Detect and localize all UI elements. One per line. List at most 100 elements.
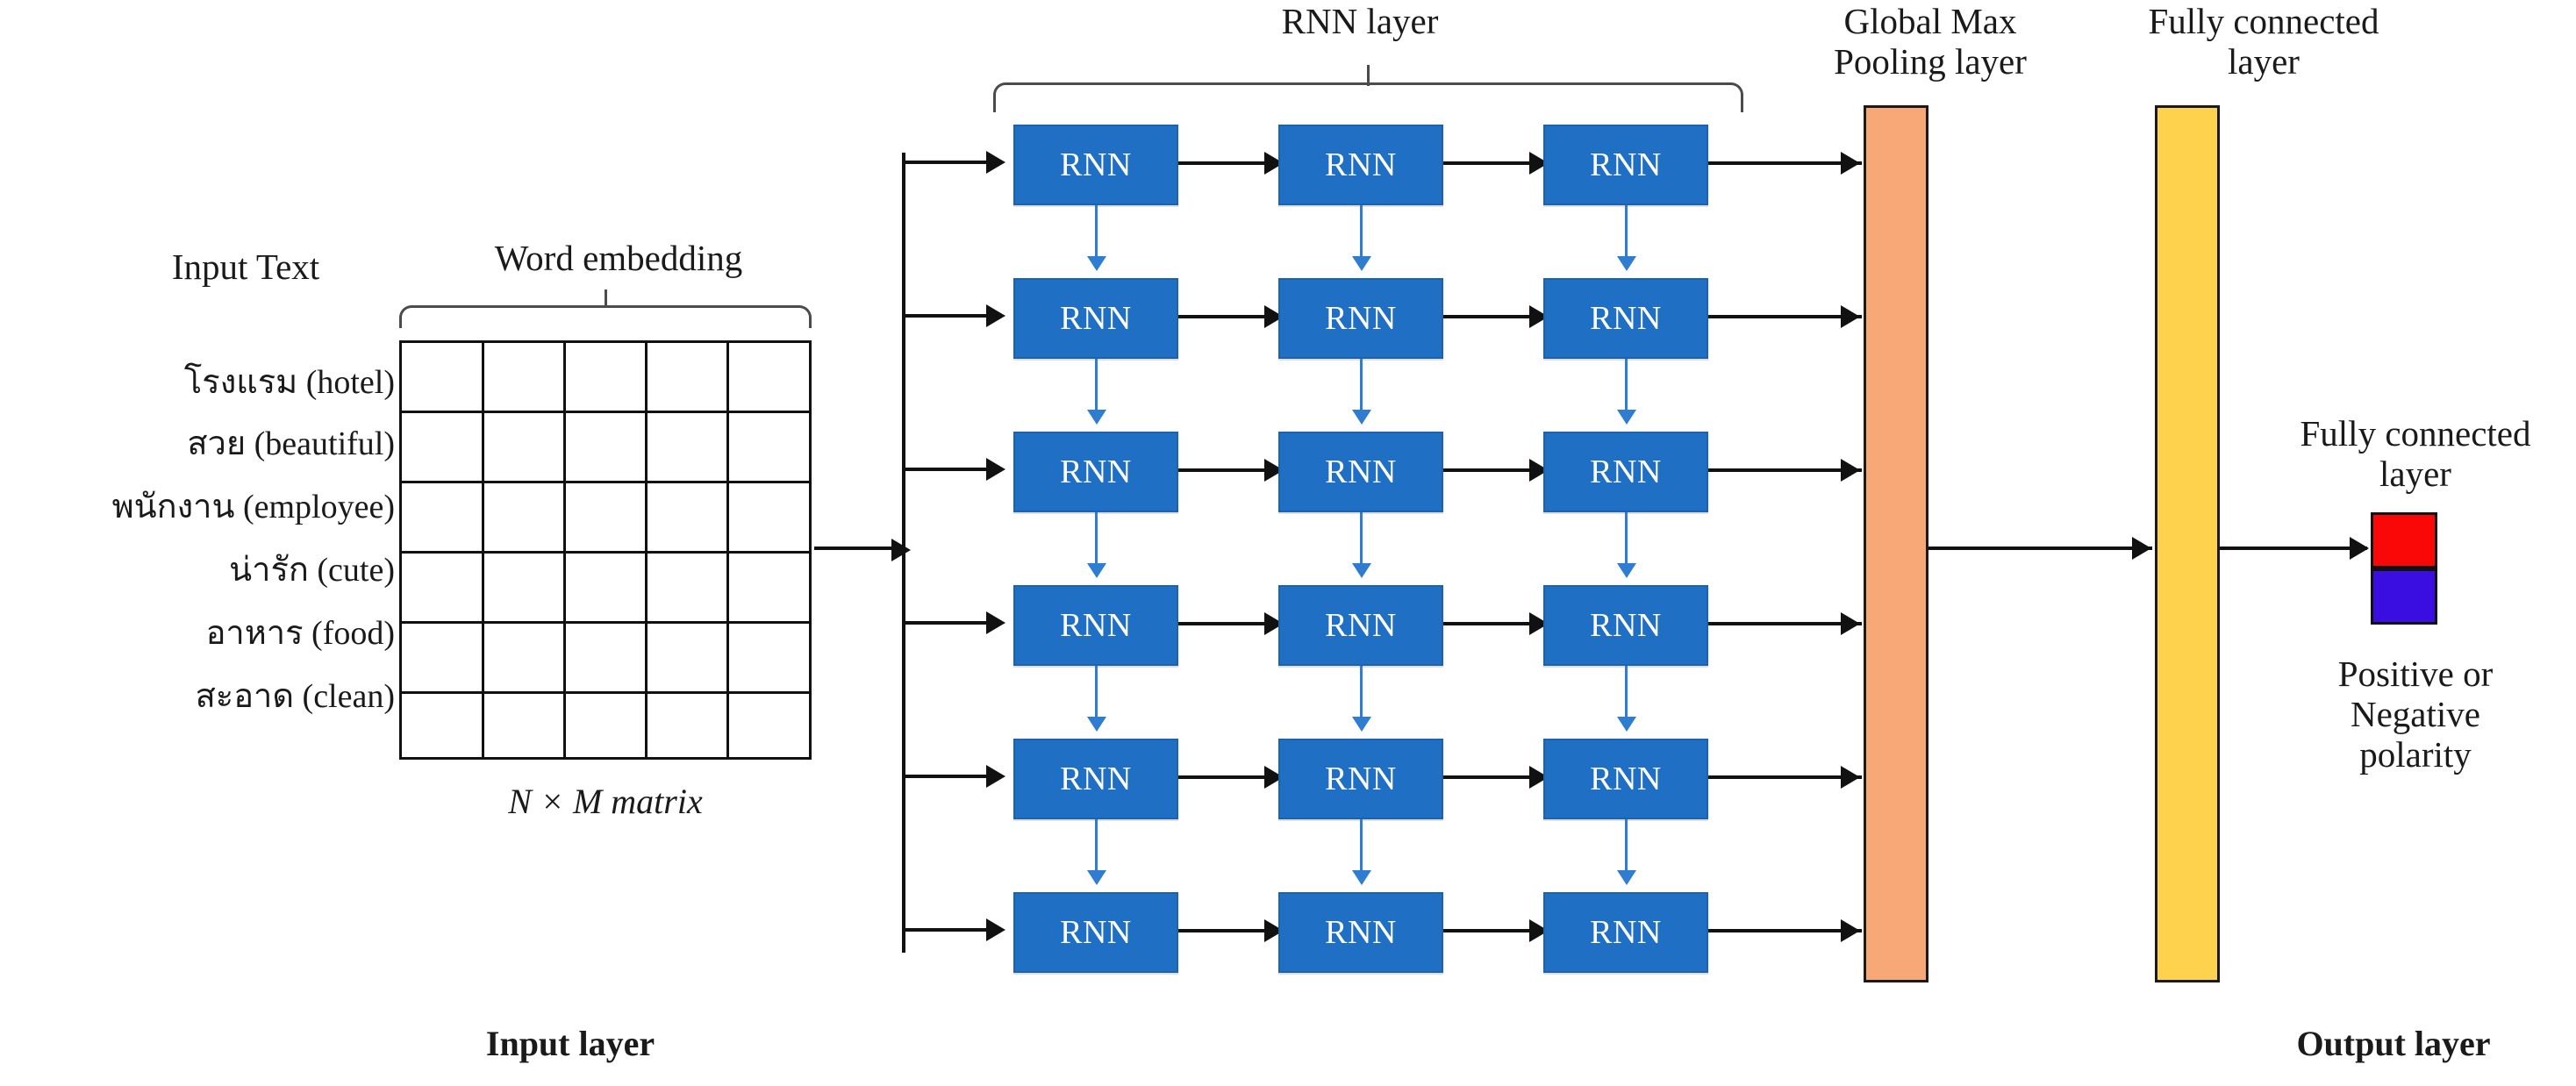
output-fc-label-line2: layer: [2379, 454, 2451, 494]
rnn-cell-r4c3[interactable]: RNN: [1543, 585, 1708, 666]
fc-to-output-line: [2220, 547, 2367, 550]
rnn-state-arrow-r1c2: [1352, 256, 1371, 271]
rnn-link-r2c1-c2: [1178, 315, 1275, 318]
rnn-to-pool-arrow-row-1: [1841, 152, 1860, 175]
rnn-state-link-r4c3: [1625, 666, 1628, 720]
output-fc-label-line1: Fully connected: [2300, 413, 2531, 454]
matrix-to-bus-line: [814, 547, 902, 550]
bus-branch-row-6: [902, 928, 997, 932]
bus-arrow-row-6: [986, 918, 1005, 941]
rnn-cell-label: RNN: [1590, 607, 1662, 644]
rnn-state-arrow-r3c3: [1617, 563, 1636, 578]
rnn-state-arrow-r3c2: [1352, 563, 1371, 578]
matrix-caption: N × M matrix: [508, 782, 703, 821]
rnn-cell-r5c2[interactable]: RNN: [1278, 739, 1443, 819]
rnn-to-pool-row-3: [1708, 468, 1862, 472]
rnn-to-pool-arrow-row-6: [1841, 919, 1860, 942]
polarity-caption-line2: Negative: [2351, 694, 2480, 734]
bus-branch-row-4: [902, 621, 997, 625]
rnn-state-arrow-r5c3: [1617, 870, 1636, 885]
rnn-cell-r6c1[interactable]: RNN: [1013, 892, 1178, 973]
bus-branch-row-5: [902, 775, 997, 778]
rnn-to-pool-row-4: [1708, 622, 1862, 625]
rnn-cell-r4c2[interactable]: RNN: [1278, 585, 1443, 666]
rnn-cell-label: RNN: [1590, 146, 1662, 183]
rnn-link-r4c1-c2: [1178, 622, 1275, 625]
rnn-state-link-r5c1: [1095, 819, 1098, 874]
rnn-state-arrow-r4c3: [1617, 717, 1636, 732]
bus-branch-row-2: [902, 314, 997, 318]
rnn-to-pool-arrow-row-2: [1841, 305, 1860, 328]
rnn-cell-label: RNN: [1325, 914, 1397, 951]
rnn-to-pool-row-2: [1708, 315, 1862, 318]
rnn-cell-r1c1[interactable]: RNN: [1013, 125, 1178, 205]
bus-arrow-row-4: [986, 611, 1005, 634]
rnn-cell-label: RNN: [1325, 761, 1397, 797]
rnn-layer-brace-tick: [1367, 65, 1370, 86]
rnn-cell-label: RNN: [1590, 300, 1662, 337]
rnn-cell-label: RNN: [1325, 454, 1397, 490]
fc-to-output-arrowhead: [2350, 537, 2369, 560]
input-layer-caption: Input layer: [485, 1024, 655, 1063]
pool-to-fc-line: [1928, 547, 2152, 550]
fully-connected-bar[interactable]: [2155, 105, 2220, 982]
rnn-cell-r3c1[interactable]: RNN: [1013, 432, 1178, 512]
rnn-state-link-r5c2: [1360, 819, 1363, 874]
rnn-link-r6c2-c3: [1443, 929, 1540, 932]
word-row-label-4: น่ารัก (cute): [229, 552, 395, 589]
rnn-state-link-r2c2: [1360, 359, 1363, 413]
output-negative-square[interactable]: [2371, 568, 2437, 625]
rnn-to-pool-row-1: [1708, 161, 1862, 165]
word-row-label-5: อาหาร (food): [205, 615, 395, 652]
rnn-cell-label: RNN: [1590, 761, 1662, 797]
rnn-cell-label: RNN: [1060, 146, 1132, 183]
rnn-link-r5c1-c2: [1178, 775, 1275, 779]
word-embedding-title: Word embedding: [494, 238, 743, 278]
rnn-state-link-r5c3: [1625, 819, 1628, 874]
rnn-cell-label: RNN: [1325, 146, 1397, 183]
rnn-to-pool-row-5: [1708, 775, 1862, 779]
rnn-cell-r3c2[interactable]: RNN: [1278, 432, 1443, 512]
rnn-cell-r5c3[interactable]: RNN: [1543, 739, 1708, 819]
bus-arrow-row-1: [986, 151, 1005, 174]
rnn-state-arrow-r3c1: [1087, 563, 1106, 578]
rnn-cell-r2c1[interactable]: RNN: [1013, 278, 1178, 359]
polarity-caption-line1: Positive or: [2337, 654, 2494, 694]
rnn-layer-title: RNN layer: [1281, 1, 1439, 41]
rnn-cell-r6c3[interactable]: RNN: [1543, 892, 1708, 973]
rnn-state-arrow-r2c3: [1617, 410, 1636, 425]
rnn-cell-label: RNN: [1060, 761, 1132, 797]
rnn-link-r4c2-c3: [1443, 622, 1540, 625]
rnn-cell-label: RNN: [1590, 914, 1662, 951]
rnn-link-r1c1-c2: [1178, 161, 1275, 165]
rnn-cell-r2c2[interactable]: RNN: [1278, 278, 1443, 359]
rnn-cell-r1c3[interactable]: RNN: [1543, 125, 1708, 205]
word-row-label-1: โรงแรม (hotel): [183, 364, 395, 401]
rnn-state-arrow-r1c1: [1087, 256, 1106, 271]
word-embedding-brace-tick: [605, 289, 607, 307]
output-positive-square[interactable]: [2371, 512, 2437, 568]
rnn-cell-r2c3[interactable]: RNN: [1543, 278, 1708, 359]
rnn-cell-r5c1[interactable]: RNN: [1013, 739, 1178, 819]
rnn-cell-r4c1[interactable]: RNN: [1013, 585, 1178, 666]
rnn-link-r3c1-c2: [1178, 468, 1275, 472]
bus-branch-row-3: [902, 468, 997, 471]
global-max-pooling-bar[interactable]: [1864, 105, 1928, 982]
rnn-cell-r1c2[interactable]: RNN: [1278, 125, 1443, 205]
rnn-state-link-r4c1: [1095, 666, 1098, 720]
rnn-state-link-r4c2: [1360, 666, 1363, 720]
rnn-to-pool-arrow-row-5: [1841, 766, 1860, 789]
rnn-layer-brace: [993, 82, 1743, 112]
rnn-state-link-r1c2: [1360, 205, 1363, 260]
rnn-cell-label: RNN: [1060, 454, 1132, 490]
rnn-state-link-r3c3: [1625, 512, 1628, 567]
rnn-link-r1c2-c3: [1443, 161, 1540, 165]
polarity-caption-line3: polarity: [2359, 734, 2472, 775]
input-text-title: Input Text: [171, 246, 320, 287]
rnn-link-r2c2-c3: [1443, 315, 1540, 318]
fc-layer-title-line2: layer: [2228, 41, 2300, 82]
rnn-state-arrow-r1c3: [1617, 256, 1636, 271]
rnn-cell-r6c2[interactable]: RNN: [1278, 892, 1443, 973]
rnn-cell-r3c3[interactable]: RNN: [1543, 432, 1708, 512]
